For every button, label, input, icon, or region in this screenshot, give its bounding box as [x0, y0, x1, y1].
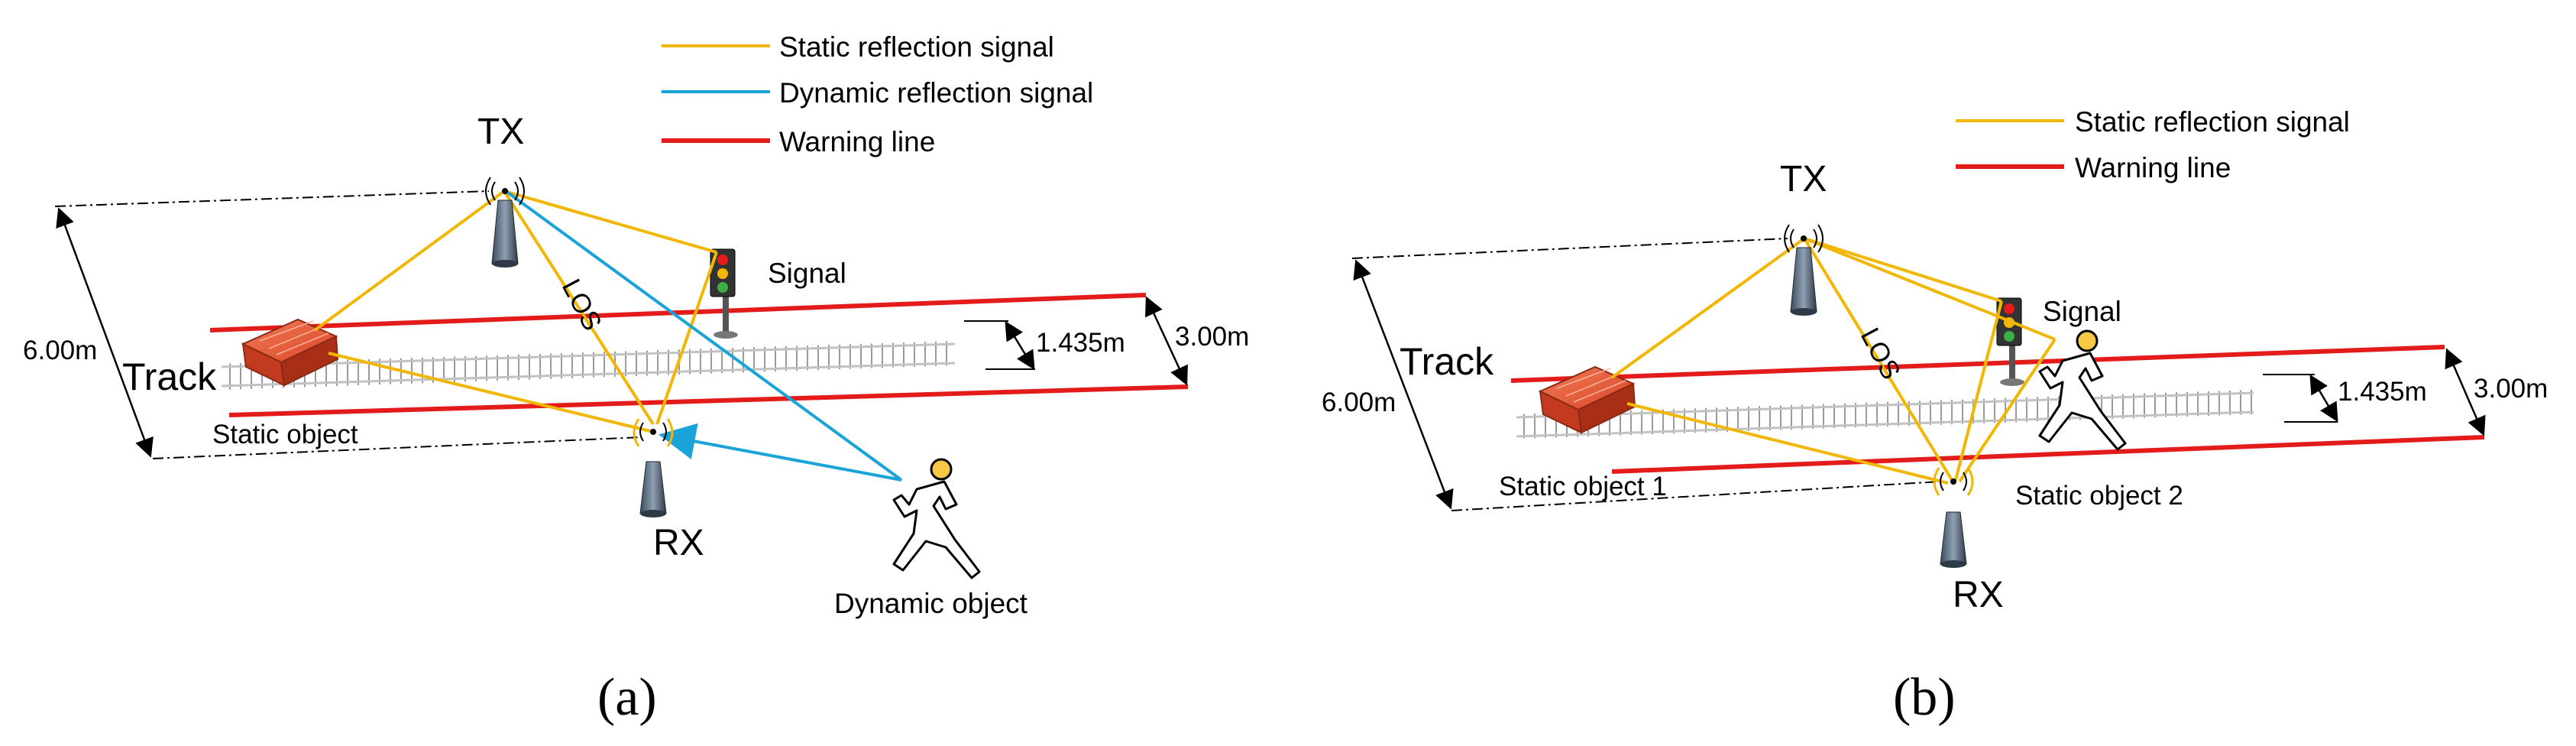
tx-label: TX [1780, 159, 1827, 199]
rail-left [1516, 391, 2254, 419]
panel-b: Static reflection signal Warning line 6.… [1322, 106, 2548, 727]
panel-a: Static reflection signal Dynamic reflect… [23, 31, 1249, 727]
static-object-label: Static object [212, 420, 358, 449]
warning-line-bottom [1611, 435, 2485, 474]
warning-width-arrow [1145, 296, 1188, 386]
rx-label: RX [653, 523, 704, 563]
legend-warning-label: Warning line [2075, 152, 2231, 183]
plane-edge-top [54, 190, 490, 207]
legend-b: Static reflection signal Warning line [1956, 106, 2350, 183]
brick-icon [1538, 365, 1636, 434]
caption-b: (b) [1893, 668, 1956, 727]
warning-width-label: 3.00m [2474, 374, 2548, 404]
dynamic-object-label: Dynamic object [834, 588, 1028, 619]
plane-edge-top [1351, 238, 1788, 259]
los-label: LOS [556, 274, 607, 336]
signal-label: Signal [768, 258, 846, 289]
gauge-label: 1.435m [1036, 328, 1125, 358]
static-object-1-label: Static object 1 [1499, 472, 1667, 501]
rail-right [221, 362, 956, 388]
legend-static-label: Static reflection signal [779, 31, 1054, 63]
dimension-6m-arrow [1353, 259, 1454, 510]
gauge-label: 1.435m [2338, 377, 2427, 407]
tx-label: TX [477, 112, 524, 152]
los-label: LOS [1855, 323, 1906, 384]
legend-a: Static reflection signal Dynamic reflect… [662, 31, 1093, 157]
static-reflection-paths [313, 190, 718, 433]
tx-antenna-icon [485, 177, 525, 268]
legend-dynamic-label: Dynamic reflection signal [779, 77, 1093, 109]
brick-icon [241, 318, 339, 387]
signal-light-icon [1996, 297, 2024, 386]
track-label: Track [1400, 340, 1494, 383]
track [221, 341, 956, 390]
plane-edge-bottom [1451, 481, 1941, 511]
dynamic-reflection-paths [504, 190, 903, 482]
warning-width-arrow [2445, 348, 2486, 436]
signal-label: Signal [2043, 296, 2121, 327]
running-person-icon [2038, 329, 2127, 451]
gauge-dimension: 1.435m [964, 320, 1125, 371]
static-object-2-label: Static object 2 [2015, 481, 2183, 511]
dimension-6m-label: 6.00m [1322, 388, 1396, 417]
gauge-dimension: 1.435m [2263, 374, 2427, 423]
caption-a: (a) [597, 668, 657, 727]
static-reflection-paths [1610, 237, 2057, 485]
rx-antenna-icon [1933, 467, 1974, 568]
warning-line-bottom [228, 384, 1189, 417]
running-person-icon [892, 458, 981, 579]
warning-width-label: 3.00m [1175, 322, 1249, 352]
legend-static-label: Static reflection signal [2075, 106, 2350, 138]
warning-line-top [209, 293, 1147, 332]
dimension-6m-label: 6.00m [23, 336, 97, 365]
legend-warning-label: Warning line [779, 126, 935, 157]
plane-edge-bottom [152, 436, 642, 459]
rail-left [221, 342, 956, 368]
rx-label: RX [1953, 575, 2004, 615]
rail-right [1516, 410, 2254, 438]
track-label: Track [122, 355, 217, 398]
signal-light-icon [710, 248, 738, 339]
warning-line-top [1510, 345, 2445, 383]
dimension-6m-arrow [56, 207, 154, 458]
tx-antenna-icon [1784, 224, 1824, 316]
rx-antenna-icon [633, 418, 674, 517]
track-sleepers [222, 341, 955, 390]
